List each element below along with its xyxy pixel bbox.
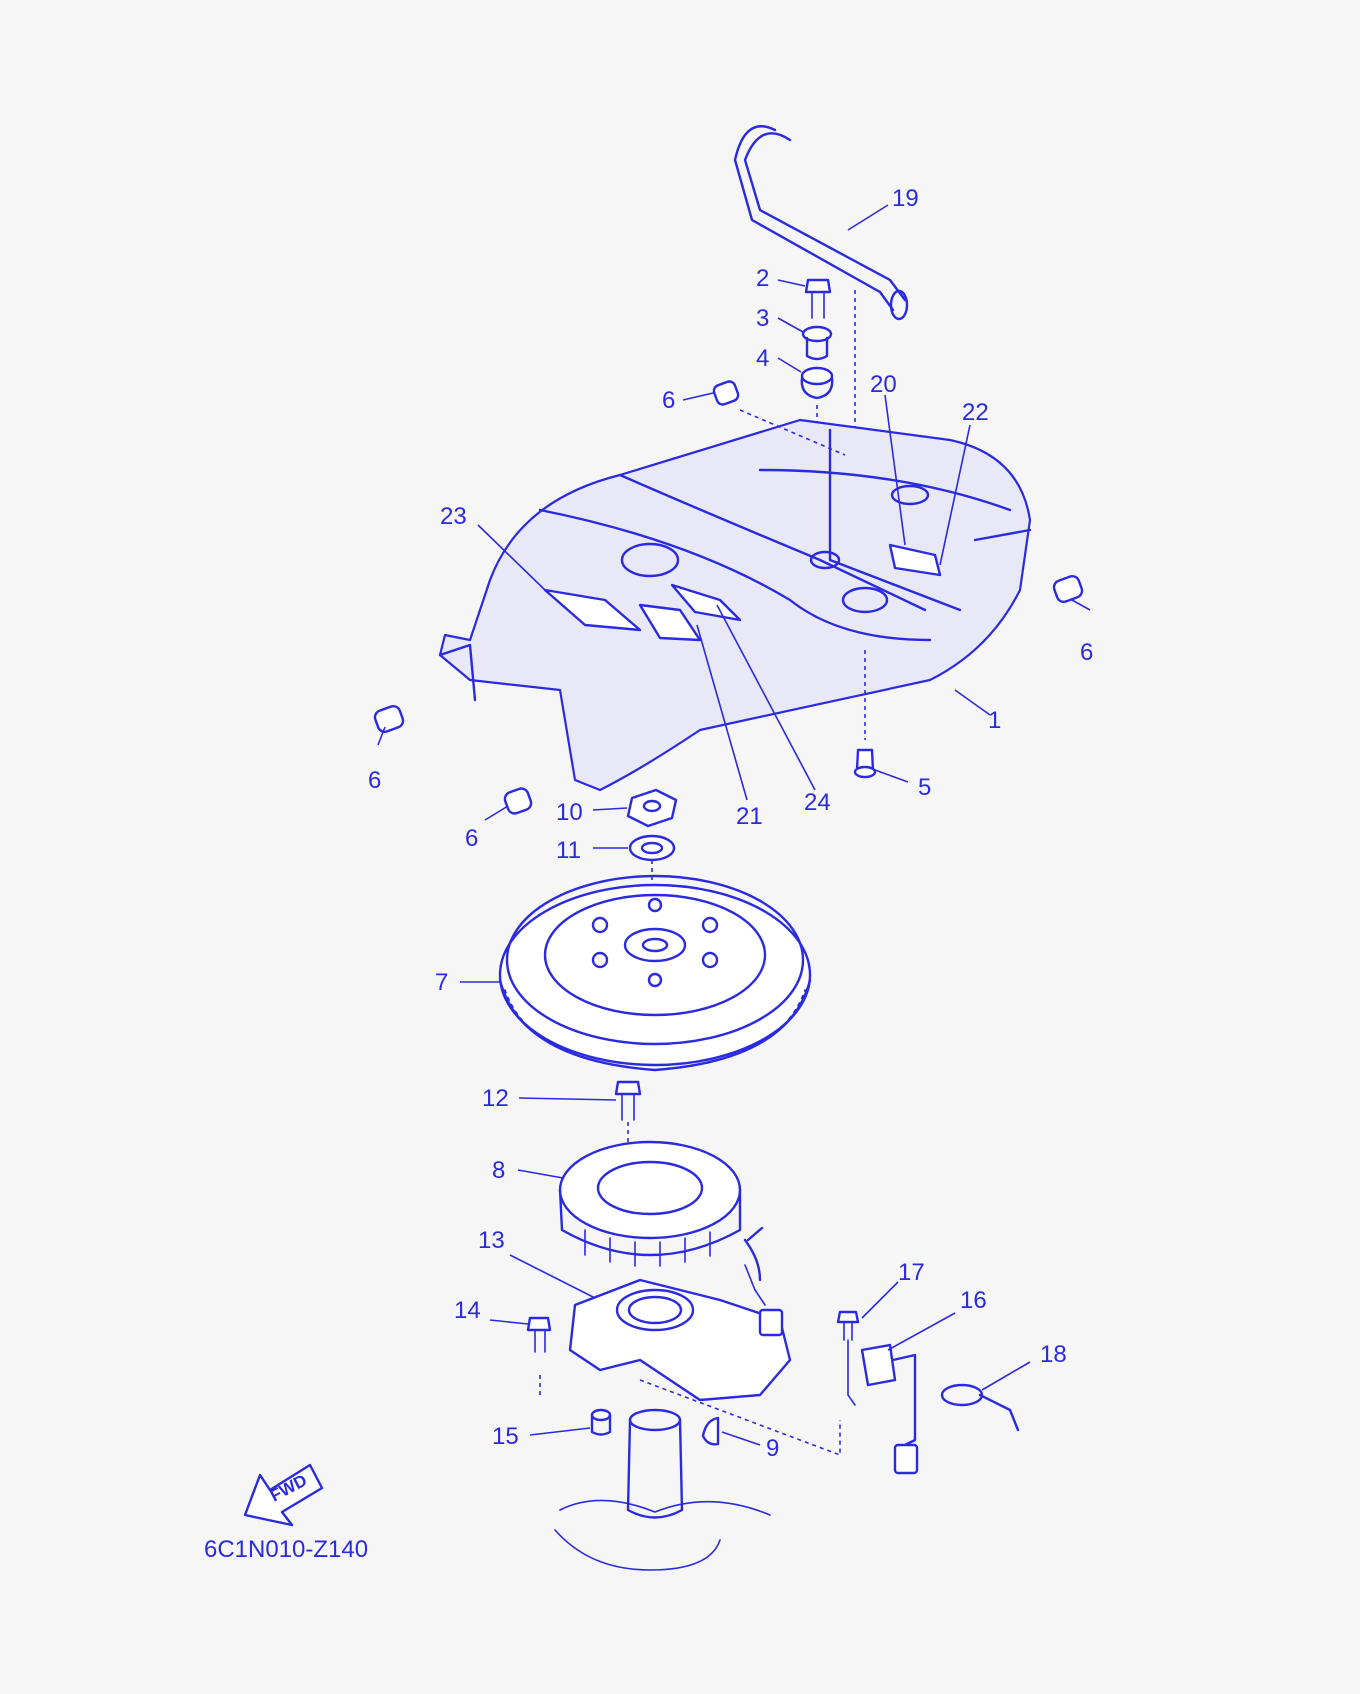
part-6-grommet-right [1052, 574, 1084, 604]
part-10-nut [626, 788, 678, 828]
part-15-dowel [590, 1408, 612, 1436]
callout-15: 15 [492, 1423, 519, 1450]
part-3-collar [801, 325, 833, 361]
callout-labels: 19 2 3 4 20 22 6 6 23 6 1 6 5 10 11 21 2… [368, 185, 1093, 1462]
callout-11: 11 [556, 837, 581, 864]
part-7-flywheel [498, 874, 812, 1072]
callout-17: 17 [898, 1259, 925, 1286]
callout-14: 14 [454, 1297, 481, 1324]
callout-20: 20 [870, 371, 897, 398]
callout-5: 5 [918, 774, 931, 801]
part-9-key [701, 1416, 720, 1446]
part-11-washer [628, 834, 676, 862]
part-12-bolt [614, 1080, 642, 1121]
part-19-hose [733, 125, 909, 321]
part-13-base-plate [568, 1264, 792, 1402]
callout-18: 18 [1040, 1341, 1067, 1368]
callout-13: 13 [478, 1227, 505, 1254]
callout-10: 10 [556, 799, 583, 826]
callout-21: 21 [736, 803, 763, 830]
callout-7: 7 [435, 969, 448, 996]
leader-lines [377, 204, 1091, 1457]
callout-16: 16 [960, 1287, 987, 1314]
callout-3: 3 [756, 305, 769, 332]
part-16-sensor [847, 1339, 919, 1475]
part-1-flywheel-cover [438, 409, 1032, 792]
part-2-bolt [804, 278, 832, 319]
callout-12: 12 [482, 1085, 509, 1112]
callout-6b: 6 [1080, 639, 1093, 666]
part-8-stator [558, 1140, 764, 1282]
callout-6d: 6 [465, 825, 478, 852]
callout-9: 9 [766, 1435, 779, 1462]
callout-2: 2 [756, 265, 769, 292]
part-18-clamp [940, 1383, 1020, 1432]
part-6-grommet-lower [503, 787, 533, 815]
callout-22: 22 [962, 399, 989, 426]
callout-1: 1 [988, 707, 1001, 734]
callout-6a: 6 [662, 387, 675, 414]
part-17-screw [836, 1310, 860, 1341]
callout-23: 23 [440, 503, 467, 530]
callout-4: 4 [756, 345, 769, 372]
part-5-screw [853, 748, 877, 779]
part-6-grommet-top [712, 380, 740, 406]
part-14-bolt [526, 1316, 552, 1353]
part-4-grommet [800, 366, 834, 400]
callout-8: 8 [492, 1157, 505, 1184]
callout-19: 19 [892, 185, 919, 212]
part-6-grommet-left [373, 704, 405, 734]
callout-6c: 6 [368, 767, 381, 794]
crankshaft-reference [554, 1408, 771, 1571]
callout-24: 24 [804, 789, 831, 816]
diagram-code: 6C1N010-Z140 [204, 1536, 368, 1563]
fwd-arrow-icon: FWD [243, 1463, 324, 1527]
